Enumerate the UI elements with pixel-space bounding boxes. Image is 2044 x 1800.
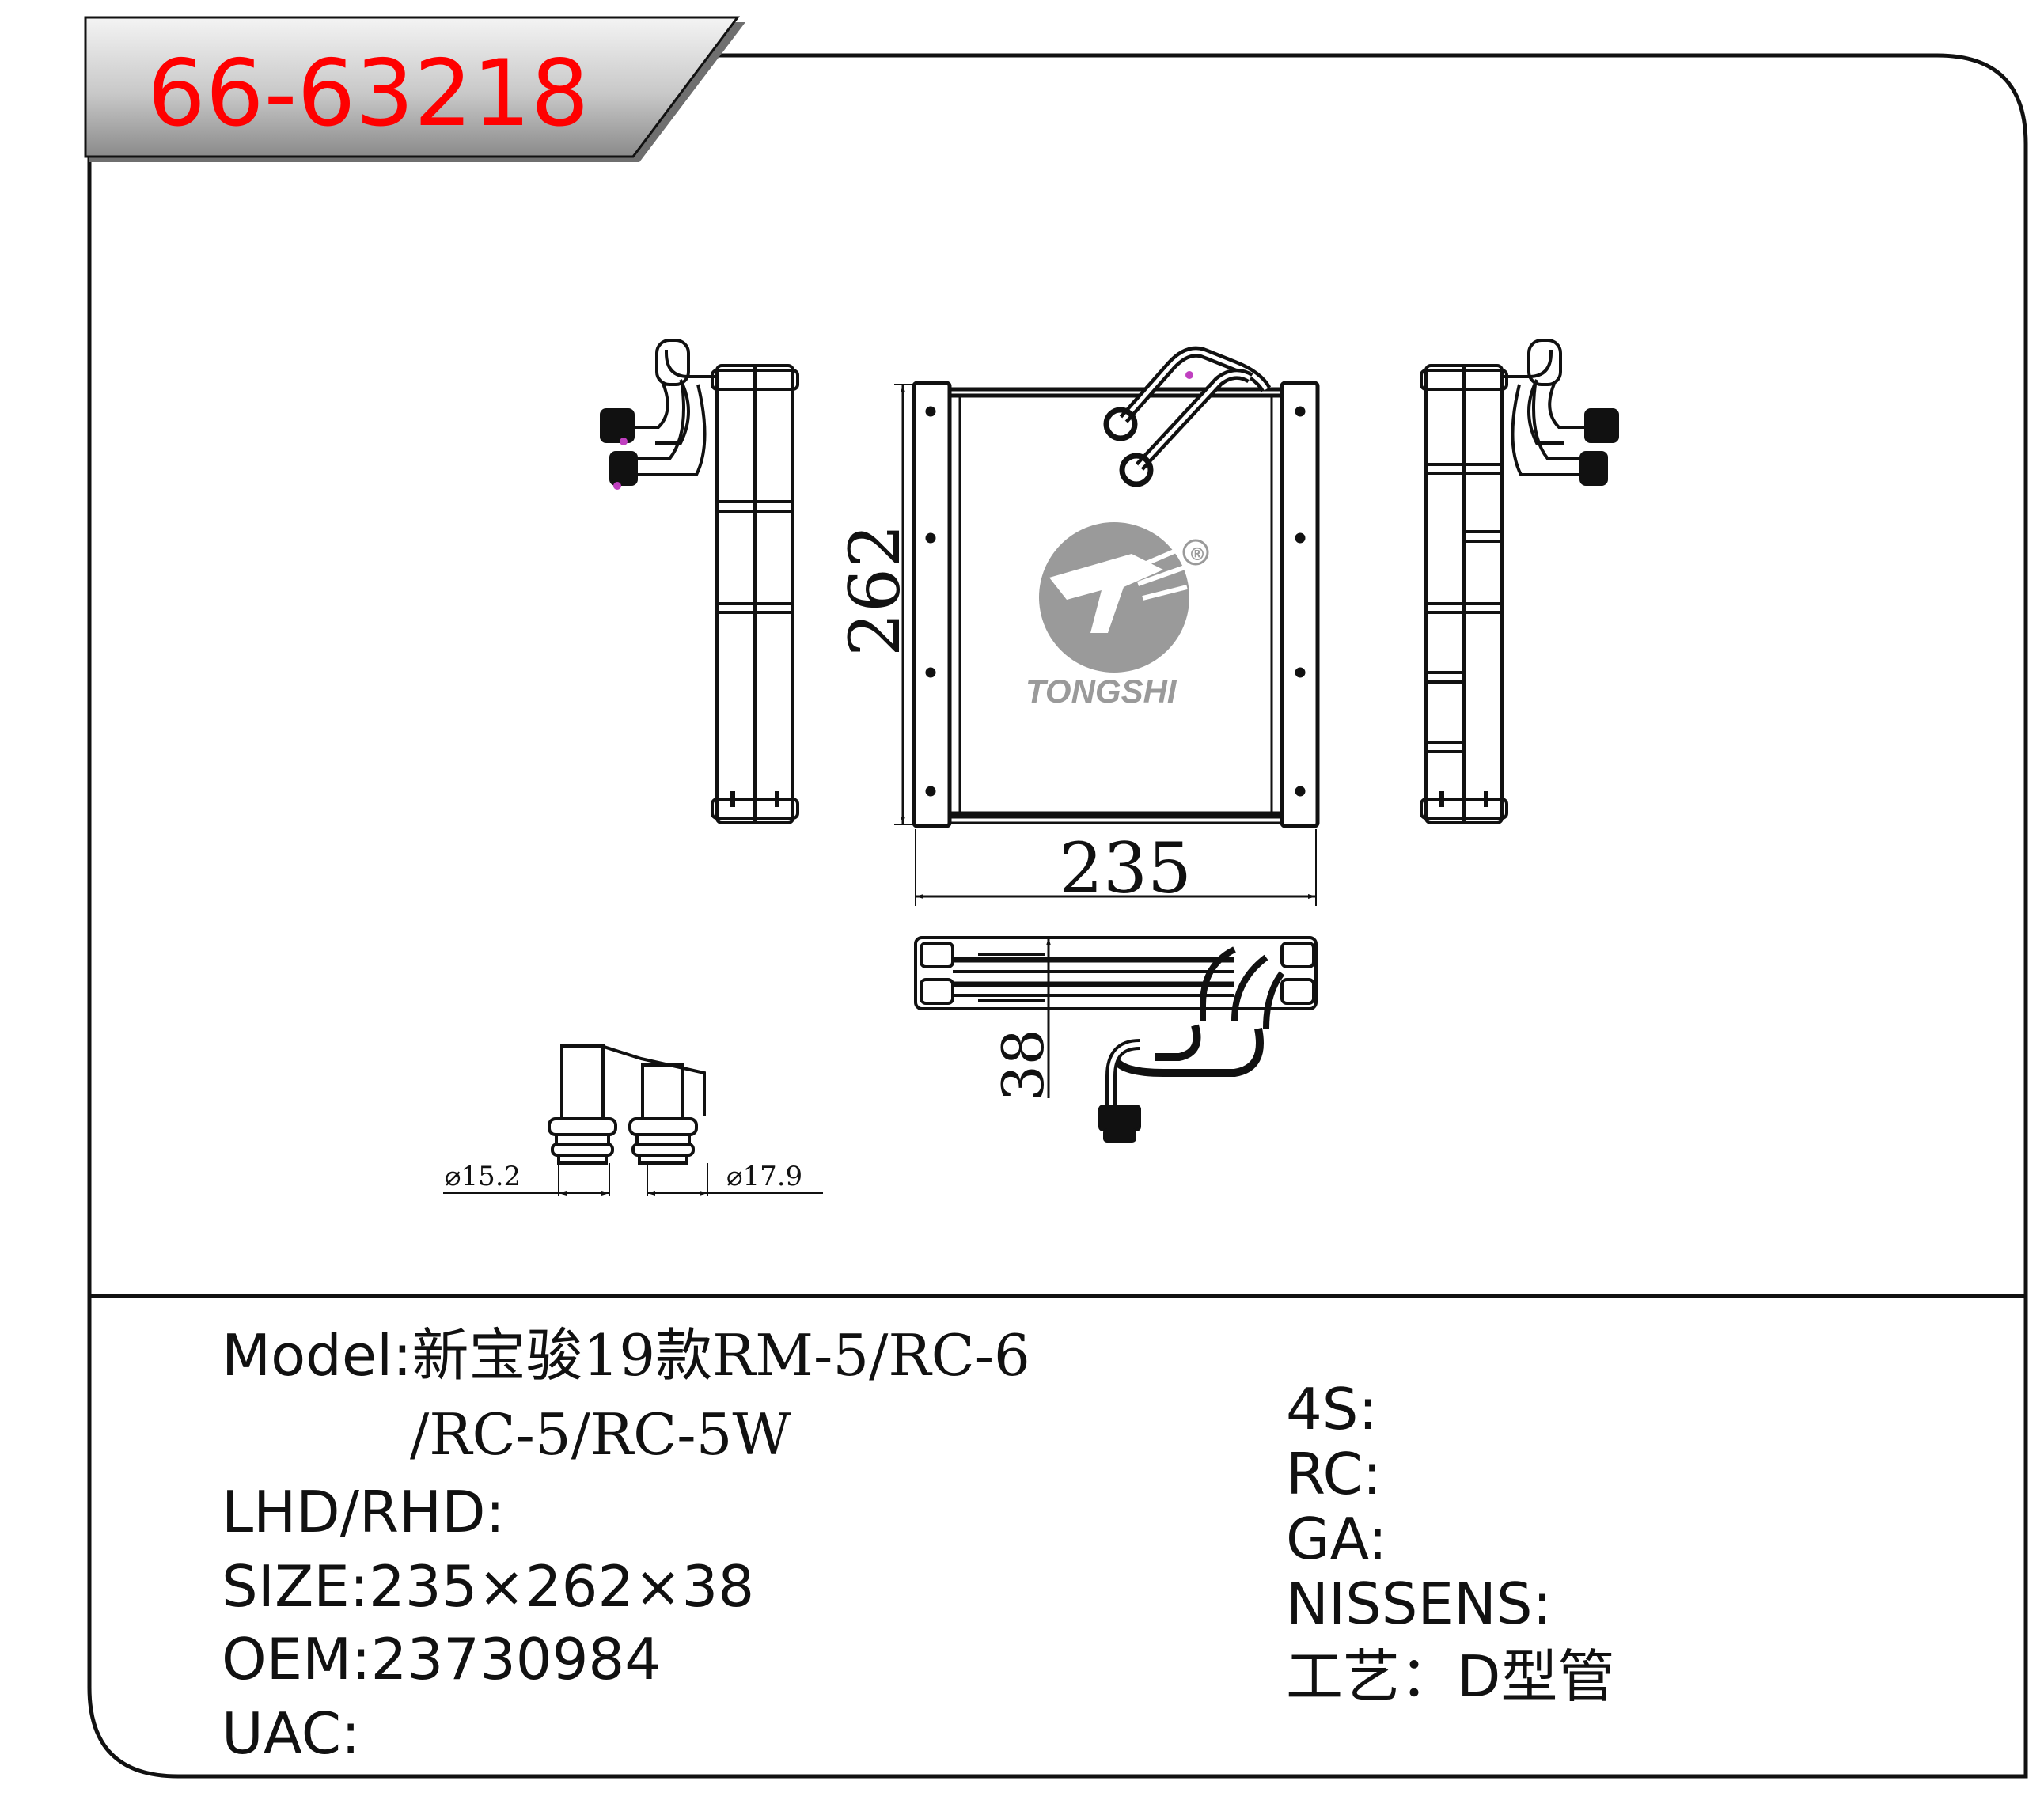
spec-uac-label: UAC [222, 1700, 341, 1767]
spec-ga-label: GA [1286, 1506, 1369, 1572]
spec-nissens-sep: : [1533, 1571, 1552, 1637]
spec-size-label: SIZE [222, 1553, 350, 1620]
spec-oem-value: 23730984 [371, 1626, 661, 1692]
spec-size-sep: : [350, 1553, 369, 1620]
spec-model-label: Model [222, 1322, 392, 1389]
pipe-fittings-detail [548, 1044, 708, 1196]
height-dimension: 262 [834, 384, 916, 825]
spec-4s: 4S: [1286, 1376, 1378, 1442]
front-view [912, 346, 1320, 828]
specs-left: Model:新宝骏19款RM-5/RC-6 /RC-5/RC-5W LHD/RH… [222, 1322, 1030, 1767]
spec-nissens: NISSENS: [1286, 1571, 1552, 1637]
spec-uac: UAC: [222, 1700, 360, 1767]
spec-oem: OEM:23730984 [222, 1626, 661, 1692]
spec-ga-sep: : [1368, 1506, 1387, 1572]
spec-process-sep: ： [1400, 1643, 1457, 1710]
top-view [914, 936, 1318, 1143]
spec-ga: GA: [1286, 1506, 1387, 1572]
pipe-small-dimension: ⌀15.2 [443, 1161, 609, 1196]
spec-process-value: D型管 [1457, 1643, 1614, 1710]
spec-rc: RC: [1286, 1441, 1382, 1507]
outer-frame [87, 53, 2028, 1779]
spec-rc-sep: : [1363, 1441, 1382, 1507]
width-dimension: 235 [915, 828, 1317, 909]
depth-value: 38 [990, 1029, 1056, 1101]
spec-process: 工艺：D型管 [1286, 1643, 1614, 1710]
height-value: 262 [834, 524, 916, 657]
spec-nissens-label: NISSENS [1286, 1571, 1533, 1637]
spec-rc-label: RC [1286, 1441, 1363, 1507]
depth-dimension: 38 [990, 938, 1056, 1101]
spec-4s-sep: : [1359, 1376, 1378, 1442]
pipe-large-dimension: ⌀17.9 [647, 1161, 823, 1196]
part-number: 66-63218 [147, 40, 589, 147]
spec-model-value-line2: /RC-5/RC-5W [410, 1401, 791, 1468]
tongshi-logo-icon: ® TONGSHI [1026, 522, 1209, 710]
registered-mark: ® [1189, 545, 1206, 565]
part-number-tab: 66-63218 [84, 16, 745, 162]
spec-4s-label: 4S [1286, 1376, 1359, 1442]
spec-oem-label: OEM [222, 1626, 351, 1692]
right-side-view [1420, 339, 1619, 824]
pipe-small-value: ⌀15.2 [445, 1161, 521, 1192]
left-side-view [600, 339, 799, 824]
spec-process-label: 工艺 [1286, 1643, 1400, 1710]
spec-lhd-rhd: LHD/RHD: [222, 1479, 505, 1545]
specs-right: 4S: RC: GA: NISSENS: 工艺：D型管 [1286, 1376, 1614, 1710]
spec-oem-sep: : [351, 1626, 370, 1692]
width-value: 235 [1059, 828, 1192, 909]
logo-brand: TONGSHI [1026, 673, 1177, 710]
spec-size-value: 235×262×38 [369, 1553, 754, 1620]
spec-size: SIZE:235×262×38 [222, 1553, 754, 1620]
spec-lhd-rhd-sep: : [486, 1479, 505, 1545]
spec-lhd-rhd-label: LHD/RHD [222, 1479, 486, 1545]
spec-uac-sep: : [341, 1700, 360, 1767]
pipe-large-value: ⌀17.9 [726, 1161, 802, 1192]
spec-model-value: 新宝骏19款RM-5/RC-6 [411, 1322, 1030, 1389]
spec-model-sep: : [392, 1322, 411, 1389]
spec-model: Model:新宝骏19款RM-5/RC-6 [222, 1322, 1030, 1389]
